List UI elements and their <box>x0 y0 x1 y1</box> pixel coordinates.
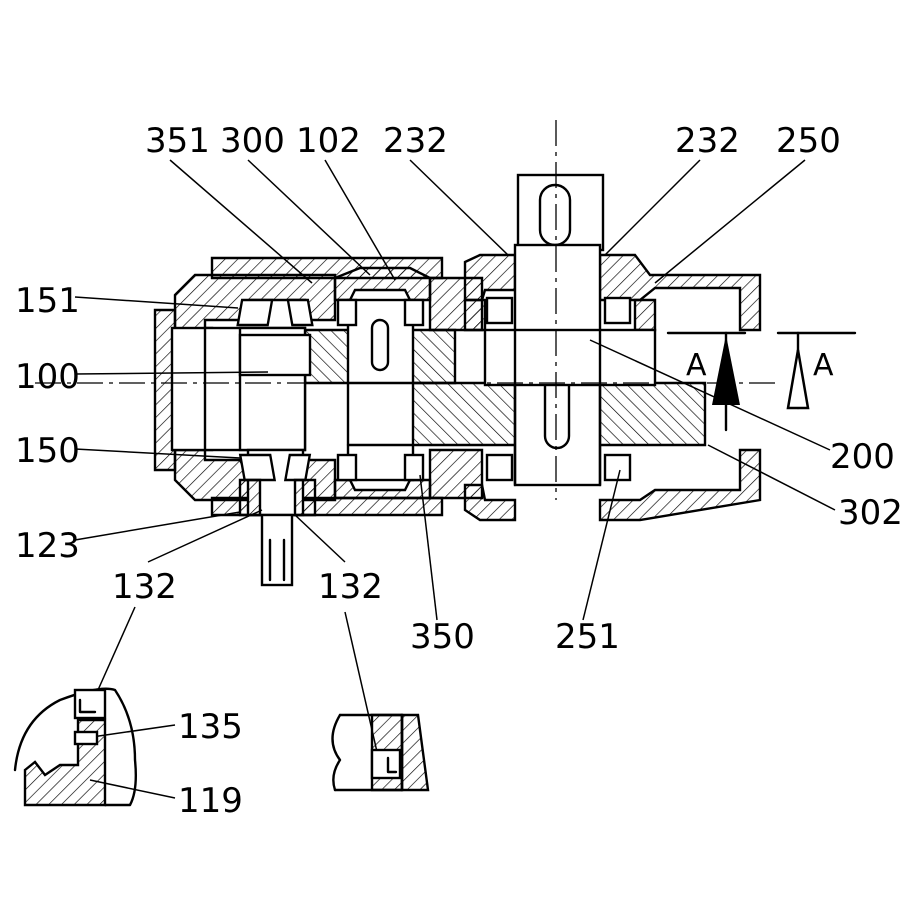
label-123: 123 <box>15 526 80 566</box>
label-350: 350 <box>410 617 475 657</box>
section-marker: A A <box>666 331 857 432</box>
label-150: 150 <box>15 431 80 471</box>
label-300: 300 <box>220 121 285 161</box>
label-135: 135 <box>178 707 243 747</box>
label-132-right: 132 <box>318 567 383 607</box>
labels: 351 300 102 232 232 250 151 100 150 200 … <box>15 121 900 821</box>
shaft-200 <box>483 173 657 487</box>
label-119: 119 <box>178 781 243 821</box>
label-200: 200 <box>830 437 895 477</box>
label-302: 302 <box>838 493 900 533</box>
housing-right <box>463 253 762 522</box>
section-label-left: A <box>686 348 707 383</box>
label-250: 250 <box>776 121 841 161</box>
label-100: 100 <box>15 357 80 397</box>
label-151: 151 <box>15 281 80 321</box>
leader-lines <box>74 159 836 799</box>
detail-left <box>13 687 138 807</box>
label-102: 102 <box>296 121 361 161</box>
section-label-right: A <box>813 348 834 383</box>
shaft-102 <box>346 298 415 482</box>
seal-123 <box>238 478 317 517</box>
bearings <box>236 296 632 482</box>
label-132-left: 132 <box>112 567 177 607</box>
label-251: 251 <box>555 617 620 657</box>
label-232-right: 232 <box>675 121 740 161</box>
detail-right <box>331 713 430 792</box>
center-lines <box>35 120 780 500</box>
label-232-left: 232 <box>383 121 448 161</box>
label-351: 351 <box>145 121 210 161</box>
